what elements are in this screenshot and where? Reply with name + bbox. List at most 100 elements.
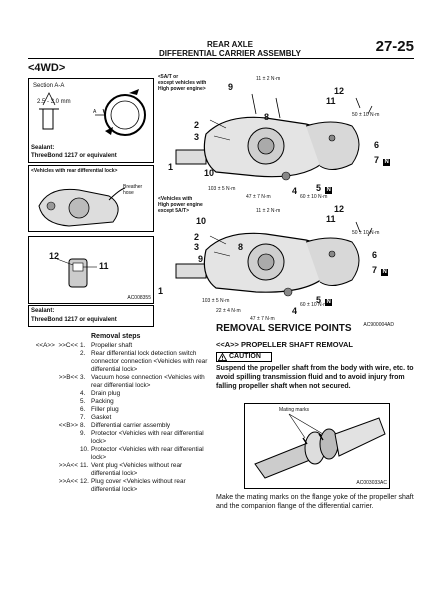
lower-carrier-drawing <box>175 221 373 297</box>
breather-hose-label: Breather hose <box>123 184 143 196</box>
page-number: 27-25 <box>375 38 414 55</box>
removal-step-mark <box>28 390 80 398</box>
removal-step-number: 4. <box>80 390 86 397</box>
removal-step-text: Packing <box>91 398 114 405</box>
removal-step-mark <box>28 398 80 406</box>
removal-step-text: Vacuum hose connection <Vehicles with re… <box>91 374 205 389</box>
lower-torque-22: 22 ± 4 N·m <box>216 308 241 314</box>
removal-step-row: >>A<<11.Vent plug <Vehicles without rear… <box>28 462 213 478</box>
removal-step-number: 5. <box>80 398 86 405</box>
removal-step-number: 10. <box>80 446 89 453</box>
lower-caption: <Vehicles with High power engine except … <box>158 196 248 214</box>
lower-torque-top: 11 ± 2 N·m <box>256 208 281 214</box>
removal-step-row: <<B>>8.Differential carrier assembly <box>28 422 213 430</box>
lower-callout-10: 10 <box>196 216 207 226</box>
removal-step-mark: <<A>> >>C<< <box>35 342 78 349</box>
upper-caption-line3: High power engine> <box>158 86 206 92</box>
sealant-box-2: Sealant: ThreeBond 1217 or equivalent <box>28 305 154 327</box>
removal-step-number: 12. <box>80 478 89 485</box>
upper-torque-60: 60 ± 10 N·m <box>300 194 328 200</box>
removal-step-text: Gasket <box>91 414 112 421</box>
removal-steps: Removal steps <<A>> >>C<<1. Propeller sha… <box>28 333 213 494</box>
plug-cover-figure: 12 11 AC008355 <box>28 236 154 304</box>
mating-marks-instruction: Make the mating marks on the flange yoke… <box>216 494 414 510</box>
page-header-title: REAR AXLE DIFFERENTIAL CARRIER ASSEMBLY <box>140 40 320 58</box>
replace-n-icon: N <box>325 299 332 306</box>
upper-callout-4: 4 <box>292 186 298 196</box>
header-rule <box>28 58 414 59</box>
removal-step-text: Protector <Vehicles with rear differenti… <box>91 430 204 445</box>
removal-step-text: Differential carrier assembly <box>91 422 171 429</box>
removal-step-mark <box>28 406 80 414</box>
removal-step-text: Propeller shaft <box>91 342 133 349</box>
lower-callout-2: 2 <box>194 232 200 242</box>
removal-step-number: 2. <box>80 350 86 357</box>
plug-cover-drawing <box>56 258 97 288</box>
caution-label: CAUTION <box>229 353 261 360</box>
removal-step-text: Rear differential lock detection switch … <box>91 350 208 373</box>
removal-step-row: >>A<<12.Plug cover <Vehicles without rea… <box>28 478 213 494</box>
upper-caption: <5A/T or except vehicles with High power… <box>158 74 248 92</box>
upper-torque-50: 50 ± 10 N·m <box>352 112 380 118</box>
carrier-breather-drawing <box>38 187 126 227</box>
section-letter-a: A <box>93 109 97 115</box>
upper-torque-top: 11 ± 2 N·m <box>256 76 281 82</box>
lower-torque-103: 103 ± 5 N·m <box>202 298 230 304</box>
removal-steps-heading: Removal steps <box>91 333 141 340</box>
upper-callout-7: 7 N <box>374 150 390 168</box>
lower-callout-5-number: 5 <box>316 295 322 305</box>
service-points-title: REMOVAL SERVICE POINTS <box>216 323 352 334</box>
removal-step-row: 7. Gasket <box>28 414 213 422</box>
removal-step-mark <box>28 350 80 374</box>
section-aa-drawing <box>39 89 146 136</box>
header-title-line2: DIFFERENTIAL CARRIER ASSEMBLY <box>159 49 301 58</box>
removal-step-number: 1. <box>80 342 86 349</box>
lock-figure-code: AC008355 <box>127 295 151 301</box>
removal-step-row: 4. Drain plug <box>28 390 213 398</box>
upper-carrier-drawing <box>175 93 373 181</box>
warning-triangle-icon <box>218 353 227 361</box>
removal-step-row: 5. Packing <box>28 398 213 406</box>
upper-callout-12: 12 <box>334 86 345 96</box>
upper-caption-line1: <5A/T or <box>158 74 179 80</box>
replace-n-icon: N <box>325 187 332 194</box>
lower-caption-line3: except 5A/T> <box>158 208 189 214</box>
lower-callout-3: 3 <box>194 242 200 252</box>
upper-torque-103: 103 ± 5 N·m <box>208 186 236 192</box>
removal-step-row: 9.Protector <Vehicles with rear differen… <box>28 430 213 446</box>
lower-callout-1: 1 <box>158 286 164 296</box>
lower-exploded-diagram: <Vehicles with High power engine except … <box>156 194 396 328</box>
lock-callout-11: 11 <box>99 261 109 271</box>
mating-marks-figure: Mating marks AC003033AC <box>244 403 390 489</box>
sealant-value: ThreeBond 1217 or equivalent <box>31 153 117 159</box>
caution-text: Suspend the propeller shaft from the bod… <box>216 365 414 390</box>
removal-step-row: 6.Filler plug <box>28 406 213 414</box>
upper-callout-6: 6 <box>374 140 380 150</box>
lower-callout-7: 7 N <box>372 260 388 278</box>
upper-callout-7-number: 7 <box>374 155 380 165</box>
upper-callout-10: 10 <box>204 168 215 178</box>
lower-callout-11: 11 <box>326 214 336 224</box>
removal-step-mark: >>B<< <box>58 374 78 381</box>
lower-torque-47: 47 ± 7 N·m <box>250 316 275 322</box>
lock-callout-12: 12 <box>49 251 60 261</box>
removal-step-mark <box>28 446 80 462</box>
lower-callout-8: 8 <box>238 242 244 252</box>
removal-step-text: Protector <Vehicles with rear differenti… <box>91 446 204 461</box>
lower-callout-6: 6 <box>372 250 378 260</box>
upper-callout-8: 8 <box>264 112 270 122</box>
removal-step-number: 8. <box>80 422 86 429</box>
removal-step-number: 6. <box>80 406 86 413</box>
removal-step-mark: >>A<< <box>58 462 78 469</box>
section-tag: <4WD> <box>28 62 66 74</box>
lower-caption-line1: <Vehicles with <box>158 196 193 202</box>
lower-torque-60: 60 ± 10 N·m <box>300 302 328 308</box>
lower-torque-50: 50 ± 10 N·m <box>352 230 380 236</box>
lower-callout-5: 5 N <box>316 290 332 308</box>
section-aa-figure: Section A-A 2.5 - 3.0 mm A Sealant: Thre… <box>28 78 154 163</box>
removal-step-number: 7. <box>80 414 86 421</box>
removal-steps-list: <<A>> >>C<<1. Propeller shaft 2. Rear diffe… <box>28 342 213 494</box>
lower-callout-7-number: 7 <box>372 265 378 275</box>
removal-step-row: 10.Protector <Vehicles with rear differe… <box>28 446 213 462</box>
removal-step-text: Drain plug <box>91 390 121 397</box>
